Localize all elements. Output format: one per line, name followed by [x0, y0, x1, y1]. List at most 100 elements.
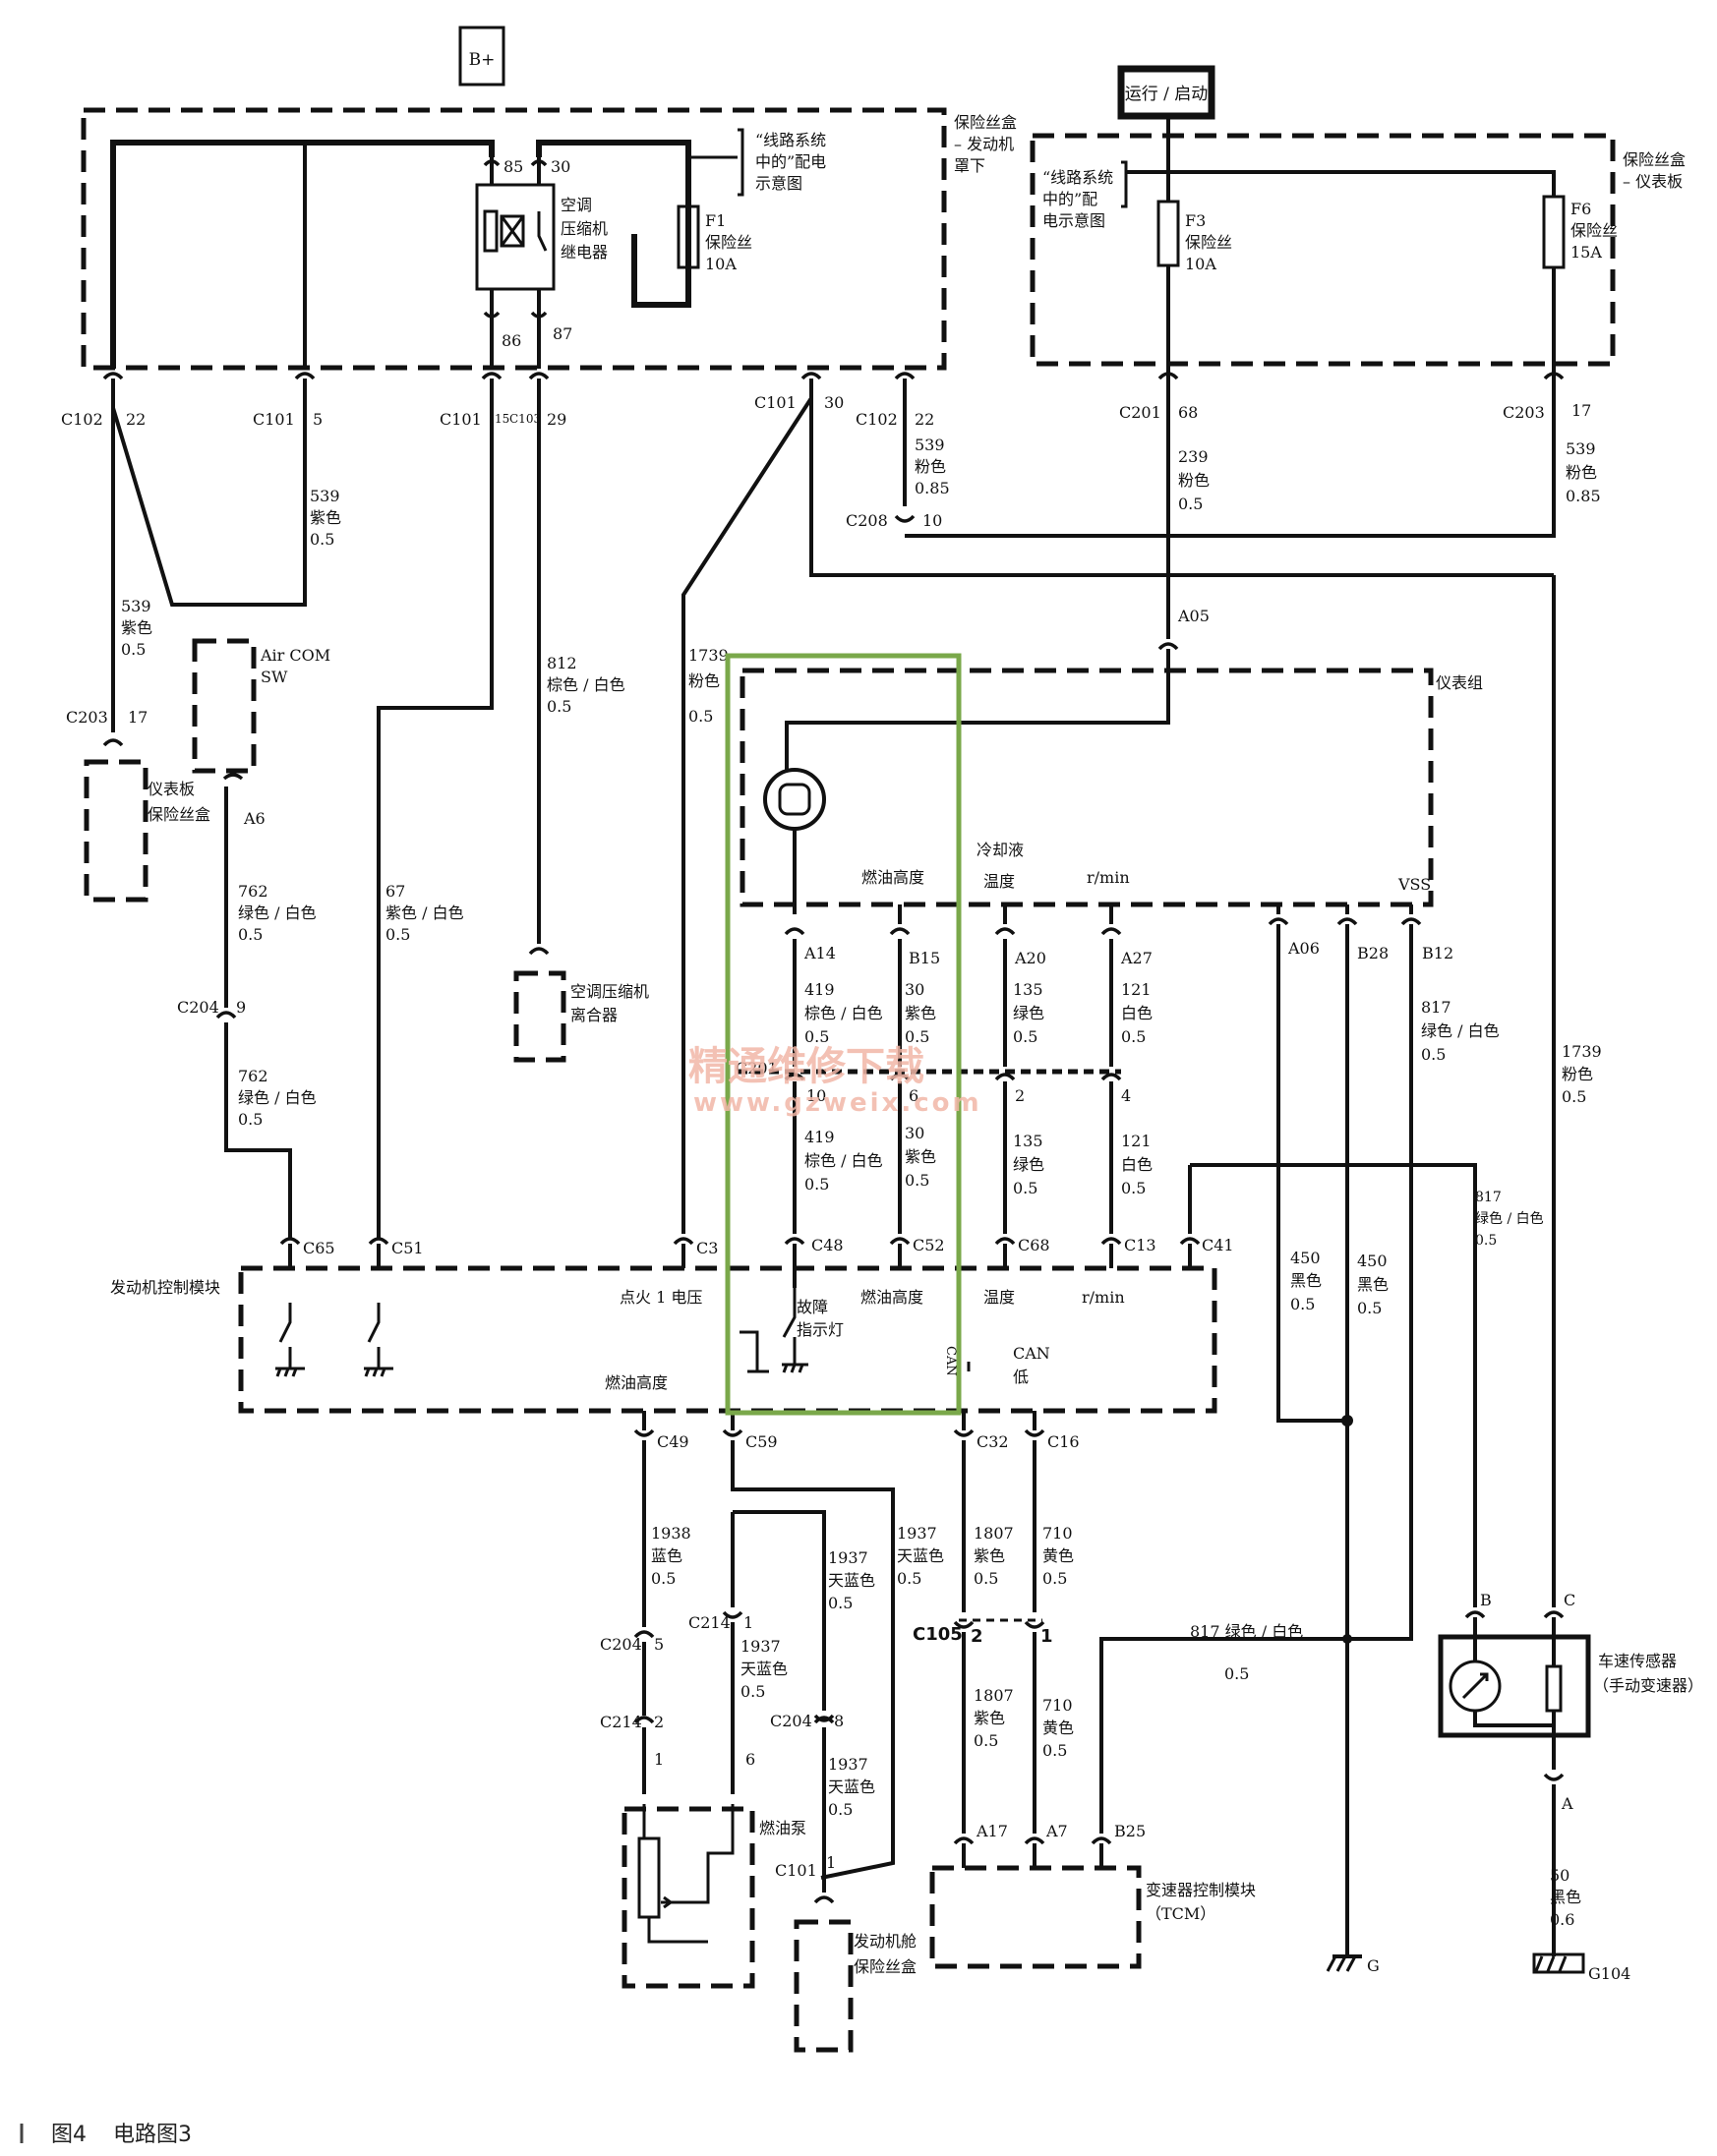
svg-text:B: B	[1480, 1591, 1492, 1609]
svg-text:温度: 温度	[983, 872, 1015, 891]
svg-text:发动机舱: 发动机舱	[854, 1932, 917, 1951]
watermark: 精通维修下载 www.gzweix.com	[688, 1044, 979, 1118]
svg-text:539: 539	[121, 597, 151, 615]
svg-text:C: C	[1564, 1591, 1575, 1609]
svg-text:1739: 1739	[1562, 1042, 1602, 1061]
svg-text:C59: C59	[745, 1432, 778, 1451]
svg-text:保险丝盒: 保险丝盒	[148, 805, 210, 824]
top-connectors: C102 22 C101 5 C101 15 C103 29 C101 30 C…	[61, 372, 1591, 429]
svg-text:419: 419	[804, 1128, 835, 1146]
svg-text:22: 22	[126, 410, 146, 429]
svg-text:指示灯: 指示灯	[797, 1320, 844, 1339]
svg-text:F6: F6	[1570, 200, 1591, 218]
svg-text:762: 762	[238, 882, 268, 901]
svg-text:0.5: 0.5	[1178, 495, 1203, 513]
svg-text:5: 5	[654, 1635, 664, 1654]
svg-text:419: 419	[804, 980, 835, 999]
svg-text:保险丝: 保险丝	[705, 233, 752, 252]
svg-text:0.5: 0.5	[1475, 1233, 1497, 1249]
svg-text:燃油高度: 燃油高度	[605, 1373, 668, 1392]
svg-text:中的”配: 中的”配	[1042, 190, 1097, 208]
cluster-to-ecm-wiring: 419 棕色 / 白色 0.5 30 紫色 0.5 135 绿色 0.5 121…	[736, 939, 1153, 1234]
svg-text:539: 539	[1566, 439, 1596, 458]
svg-text:低: 低	[1013, 1368, 1029, 1386]
svg-text:保险丝盒: 保险丝盒	[1623, 150, 1686, 169]
svg-text:C204: C204	[770, 1712, 812, 1730]
svg-text:30: 30	[824, 393, 844, 412]
svg-text:示意图: 示意图	[755, 174, 802, 193]
right-wiring: 817 绿色 / 白色 0.5 817 绿色 / 白色 0.5 450 黑色 0…	[1099, 924, 1544, 1975]
svg-text:天蓝色: 天蓝色	[897, 1546, 944, 1565]
svg-text:燃油泵: 燃油泵	[759, 1819, 806, 1837]
svg-text:保险丝盒: 保险丝盒	[854, 1957, 917, 1976]
svg-text:紫色: 紫色	[310, 508, 341, 527]
svg-text:黄色: 黄色	[1042, 1546, 1074, 1565]
svg-text:121: 121	[1121, 980, 1152, 999]
fuse-f1: F1 保险丝 10A	[677, 197, 752, 277]
svg-text:6: 6	[909, 1086, 918, 1105]
svg-text:450: 450	[1290, 1249, 1321, 1267]
svg-text:2: 2	[971, 1626, 983, 1647]
svg-text:239: 239	[1178, 447, 1209, 466]
svg-text:绿色: 绿色	[1013, 1155, 1044, 1174]
figure-number: 图4	[51, 2123, 87, 2147]
fuel-gauge-icon	[763, 768, 826, 831]
svg-text:0.5: 0.5	[905, 1027, 929, 1046]
svg-text:0.5: 0.5	[1121, 1179, 1146, 1197]
svg-text:空调压缩机: 空调压缩机	[570, 982, 649, 1001]
svg-text:0.6: 0.6	[1550, 1910, 1574, 1929]
ecm-bottom-connectors: C49 C59 C32 C16	[633, 1411, 1080, 1451]
svg-text:C203: C203	[1503, 403, 1545, 422]
svg-text:C65: C65	[303, 1239, 335, 1257]
instrument-panel-fusebox: 保险丝盒 – 仪表板 “线路系统 中的”配 电示意图 F3 保险丝 10A F6…	[1030, 116, 1686, 403]
svg-text:0.85: 0.85	[1566, 487, 1601, 505]
fuel-pump-wiring: 1938 蓝色 0.5 C204 5 C214 2 1 1937 天蓝色 0.5…	[600, 1440, 944, 2053]
svg-text:121: 121	[1121, 1132, 1152, 1150]
svg-text:F3: F3	[1185, 211, 1206, 230]
run-start-source: 运行 / 启动	[1117, 65, 1215, 120]
svg-text:B25: B25	[1114, 1822, 1146, 1840]
svg-text:紫色 / 白色: 紫色 / 白色	[385, 903, 464, 922]
cluster-connectors: A14 B15 A20 A27 A06 B28 B12	[784, 904, 1453, 967]
svg-text:450: 450	[1357, 1252, 1388, 1270]
svg-text:C203: C203	[66, 708, 108, 727]
svg-text:黑色: 黑色	[1357, 1275, 1389, 1294]
ac-compressor-relay: 85 30 86 87 空调 压缩机 继电器	[475, 157, 608, 369]
air-com-switch: Air COM SW	[192, 638, 330, 774]
svg-text:C101: C101	[440, 410, 482, 429]
highlight-box	[725, 653, 962, 1416]
svg-text:15: 15	[495, 412, 509, 426]
svg-text:粉色: 粉色	[1566, 463, 1597, 482]
svg-text:539: 539	[915, 436, 945, 454]
svg-text:0.5: 0.5	[1562, 1087, 1586, 1106]
svg-text:“线路系统: “线路系统	[755, 131, 826, 149]
svg-text:1937: 1937	[740, 1637, 781, 1656]
svg-text:0.5: 0.5	[1042, 1569, 1067, 1588]
svg-text:C41: C41	[1202, 1236, 1234, 1254]
svg-text:空调: 空调	[561, 196, 592, 214]
svg-text:10A: 10A	[705, 255, 737, 273]
svg-text:0.5: 0.5	[310, 530, 334, 549]
svg-text:天蓝色: 天蓝色	[828, 1571, 875, 1590]
svg-text:C204: C204	[177, 998, 219, 1017]
svg-text:0.5: 0.5	[1121, 1027, 1146, 1046]
svg-text:紫色: 紫色	[974, 1709, 1005, 1727]
svg-text:817: 817	[1475, 1190, 1502, 1205]
svg-text:运行 / 启动: 运行 / 启动	[1125, 85, 1209, 104]
svg-text:紫色: 紫色	[121, 618, 152, 637]
svg-text:2: 2	[654, 1713, 664, 1731]
svg-text:87: 87	[553, 324, 572, 343]
speed-sensor-wiring: B C 车速传感器 （手动变速器） A 50 黑色 0.6 G104	[1438, 1591, 1703, 1983]
svg-text:1: 1	[743, 1613, 753, 1632]
svg-text:8: 8	[834, 1712, 844, 1730]
svg-text:C51: C51	[391, 1239, 424, 1257]
svg-text:817 绿色 / 白色: 817 绿色 / 白色	[1190, 1622, 1303, 1641]
svg-text:1: 1	[654, 1750, 664, 1769]
svg-text:F1: F1	[705, 211, 726, 230]
svg-text:保险丝盒: 保险丝盒	[954, 113, 1017, 132]
svg-text:r/min: r/min	[1087, 868, 1130, 887]
svg-text:天蓝色: 天蓝色	[828, 1777, 875, 1796]
ac-compressor-clutch: 空调压缩机 离合器	[513, 970, 649, 1063]
svg-text:燃油高度: 燃油高度	[860, 1288, 923, 1307]
dash-fusebox-component: 仪表板 保险丝盒	[84, 759, 210, 903]
